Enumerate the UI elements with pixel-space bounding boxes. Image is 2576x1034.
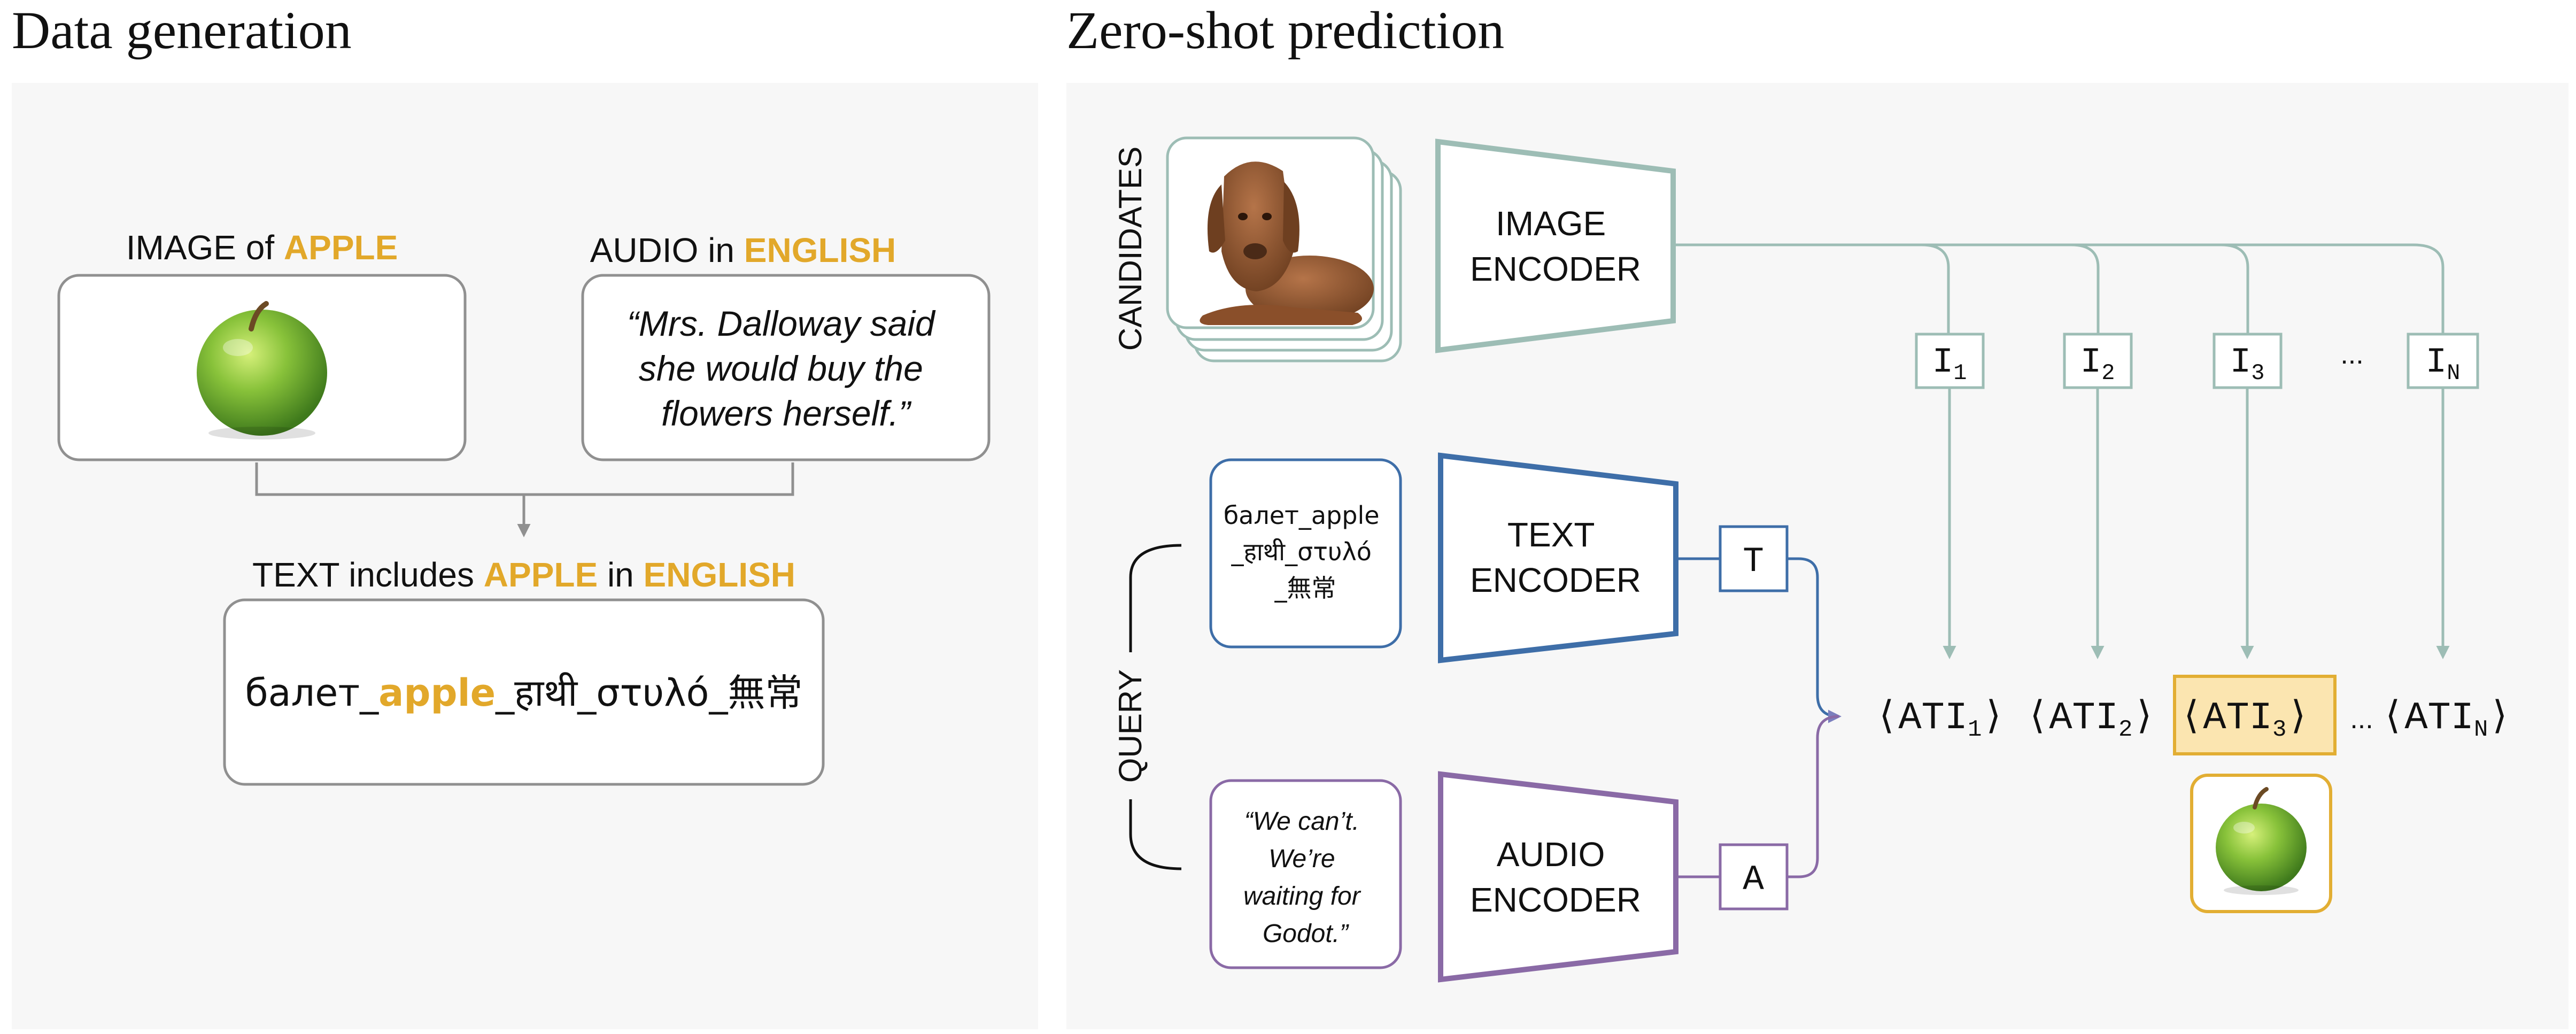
image-caption: IMAGE of APPLE xyxy=(126,228,398,267)
svg-text:I1: I1 xyxy=(1932,342,1967,386)
image-caption-highlight: APPLE xyxy=(284,228,398,267)
svg-text:A: A xyxy=(1743,860,1764,900)
embedding-ellipsis: ... xyxy=(2340,339,2363,370)
text-embedding-T: T xyxy=(1719,525,1789,592)
audio-query: “We can’t. We’re waiting for Godot.” xyxy=(1243,807,1367,948)
selected-score-highlight xyxy=(2173,675,2337,755)
audio-caption-highlight: ENGLISH xyxy=(744,231,896,269)
text-sample: балет_apple_हाथी_στυλό_無常 xyxy=(245,671,802,715)
text-sample-highlight: apple xyxy=(378,671,496,715)
audio-encoder xyxy=(1438,771,1678,983)
query-brace xyxy=(1129,544,1182,870)
right-panel-title: Zero-shot prediction xyxy=(1066,1,1504,60)
candidate-image-stack xyxy=(1166,136,1402,362)
candidates-label: CANDIDATES xyxy=(1112,146,1148,351)
apple-image xyxy=(197,301,327,439)
predicted-apple-image xyxy=(2216,787,2307,895)
audio-embedding-A: A xyxy=(1719,843,1789,910)
image-embedding-I1: I1 xyxy=(1915,333,1985,389)
dog-image xyxy=(1200,161,1374,325)
svg-text:T: T xyxy=(1743,542,1764,582)
svg-text:I3: I3 xyxy=(2230,342,2265,386)
image-embedding-I3: I3 xyxy=(2213,333,2283,389)
audio-query-box xyxy=(1209,779,1402,969)
image-embedding-IN: IN xyxy=(2407,333,2479,389)
score-ellipsis: ... xyxy=(2350,704,2373,735)
image-output-bus xyxy=(1676,243,2445,334)
text-box xyxy=(223,598,825,786)
svg-text:IN: IN xyxy=(2426,342,2461,386)
audio-to-score-path xyxy=(1787,715,1839,878)
audio-encoder-label: AUDIO ENCODER xyxy=(1470,835,1641,919)
audio-caption: AUDIO in ENGLISH xyxy=(590,231,896,269)
left-panel-title: Data generation xyxy=(12,1,352,60)
score-ATI2: ⟨ATI2⟩ xyxy=(2026,696,2156,743)
embedding-arrows xyxy=(1943,388,2450,659)
text-query: балет_apple _हाथी_στυλό _無常 xyxy=(1224,501,1387,603)
score-ATIN: ⟨ATIN⟩ xyxy=(2381,696,2511,743)
merge-connector xyxy=(255,462,794,535)
text-caption: TEXT includes APPLE in ENGLISH xyxy=(252,555,795,594)
audio-quote: “Mrs. Dalloway said she would buy the fl… xyxy=(627,304,945,433)
image-encoder-label: IMAGE ENCODER xyxy=(1470,204,1641,288)
audio-box xyxy=(581,274,991,461)
score-ATI1: ⟨ATI1⟩ xyxy=(1875,696,2005,743)
text-to-score-path xyxy=(1787,557,1842,723)
text-query-box xyxy=(1209,458,1402,649)
image-encoder xyxy=(1435,138,1676,353)
text-encoder-label: TEXT ENCODER xyxy=(1470,515,1641,599)
svg-text:I2: I2 xyxy=(2080,342,2115,386)
text-encoder xyxy=(1438,452,1678,663)
score-ATI3: ⟨ATI3⟩ xyxy=(2180,696,2310,743)
left-panel-background xyxy=(12,83,1038,1029)
image-embedding-I2: I2 xyxy=(2063,333,2133,389)
query-label: QUERY xyxy=(1112,669,1148,783)
